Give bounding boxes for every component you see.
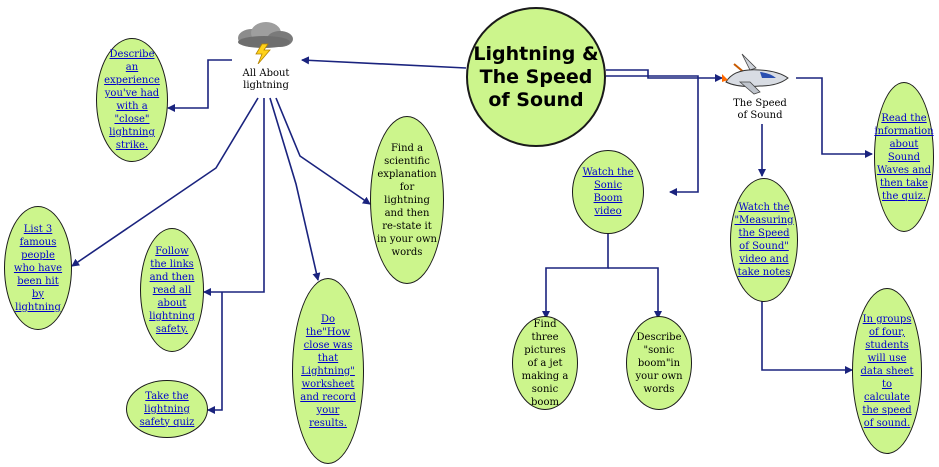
activity-list-famous[interactable]: List 3 famous people who have been hit b… xyxy=(4,206,72,330)
activity-sound-waves-link[interactable]: Read the information about Sound Waves a… xyxy=(874,112,934,202)
storm-cloud-lightning-icon xyxy=(238,22,293,64)
activity-groups-calculate-link[interactable]: In groups of four, students will use dat… xyxy=(860,313,914,429)
activity-follow-links[interactable]: Follow the links and then read all about… xyxy=(140,228,204,352)
activity-follow-links-link[interactable]: Follow the links and then read all about… xyxy=(149,245,195,335)
connector-sonic-to-describe xyxy=(608,267,662,319)
activity-worksheet-link[interactable]: Do the"How close was that Lightning" wor… xyxy=(300,313,356,429)
central-topic-title: Lightning & The Speed of Sound xyxy=(473,42,599,111)
activity-measuring-video-link[interactable]: Watch the "Measuring the Speed of Sound"… xyxy=(734,202,794,278)
activity-safety-quiz-link[interactable]: Take the lightning safety quiz xyxy=(139,390,195,428)
connector-lightning-to-worksheet xyxy=(269,97,321,281)
activity-safety-quiz[interactable]: Take the lightning safety quiz xyxy=(126,380,208,438)
activity-sound-waves[interactable]: Read the information about Sound Waves a… xyxy=(874,82,934,232)
activity-list-famous-link[interactable]: List 3 famous people who have been hit b… xyxy=(13,223,63,313)
activity-groups-calculate[interactable]: In groups of four, students will use dat… xyxy=(852,288,922,454)
activity-scientific-explanation-text: Find a scientific explanation for lightn… xyxy=(377,142,437,258)
connector-lightning-to-explanation xyxy=(275,97,371,205)
connector-central-to-sound xyxy=(606,69,723,82)
connector-measuring-to-groups xyxy=(761,300,853,374)
activity-describe-sonic-boom-text: Describe "sonic boom"in your own words xyxy=(635,331,683,395)
activity-find-pictures: Find three pictures of a jet making a so… xyxy=(512,316,578,410)
sound-branch-label: The Speed of Sound xyxy=(733,98,787,121)
connector-central-to-lightning xyxy=(301,56,467,69)
connector-lightning-to-experience xyxy=(167,59,232,112)
activity-measuring-video[interactable]: Watch the "Measuring the Speed of Sound"… xyxy=(730,178,798,302)
activity-worksheet[interactable]: Do the"How close was that Lightning" wor… xyxy=(292,278,364,464)
activity-find-pictures-text: Find three pictures of a jet making a so… xyxy=(521,318,569,408)
activity-sonic-boom-video[interactable]: Watch the Sonic Boom video xyxy=(572,150,644,234)
activity-describe-experience[interactable]: Describe an experience you've had with a… xyxy=(96,38,168,162)
activity-scientific-explanation: Find a scientific explanation for lightn… xyxy=(370,116,444,284)
connector-sonic-to-pictures xyxy=(542,232,609,319)
activity-sonic-boom-video-link[interactable]: Watch the Sonic Boom video xyxy=(582,167,634,217)
connector-safety-links-to-quiz xyxy=(207,292,223,414)
jet-plane-icon xyxy=(722,53,789,95)
lightning-branch-label: All About lightning xyxy=(242,68,290,91)
connector-central-to-sonic-boom xyxy=(606,75,699,196)
connector-lightning-to-famous xyxy=(71,97,259,267)
activity-describe-experience-link[interactable]: Describe an experience you've had with a… xyxy=(104,49,160,151)
central-topic: Lightning & The Speed of Sound xyxy=(466,7,606,147)
connector-sound-to-waves xyxy=(796,77,873,158)
activity-describe-sonic-boom: Describe "sonic boom"in your own words xyxy=(626,316,692,410)
connector-lightning-to-safety-links xyxy=(203,98,265,296)
